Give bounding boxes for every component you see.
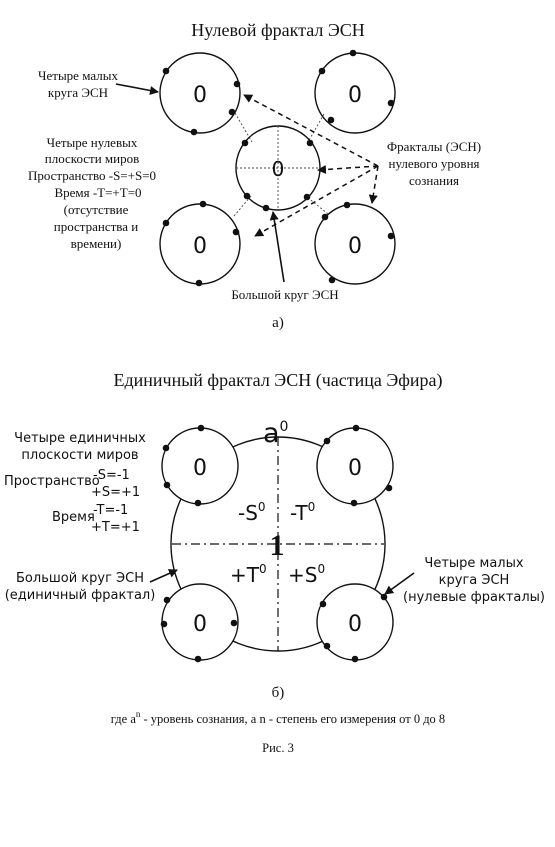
figure-b-small-circle-bl: 0 [160, 583, 239, 663]
figure-b-small-circle-tr: 0 [316, 424, 394, 507]
figure-a-small-circle-br: 0 [314, 201, 396, 285]
figure-a-zero-br: 0 [348, 234, 362, 259]
figure-b-top-label: a0 [263, 418, 288, 449]
figure-b-title: Единичный фрактал ЭСН (частица Эфира) [113, 370, 442, 391]
figure-b-time-neg: -T=-1 [93, 503, 128, 518]
figure-b-label-small-circles-3: (нулевые фракталы) [403, 590, 545, 605]
figure-b-quadrant-minus-t: -T0 [290, 500, 315, 525]
figure-b-caption: б) [272, 685, 285, 701]
figure-b-label-small-circles-2: круга ЭСН [439, 573, 510, 588]
figure-a-label-planes-3: Пространство -S=+S=0 [28, 168, 156, 183]
figure-a-title: Нулевой фрактал ЭСН [191, 20, 364, 40]
figure-a-label-small-circles-2: круга ЭСН [48, 85, 108, 100]
figure-b-label-planes-1: Четыре единичных [14, 431, 146, 446]
figure-a-caption: а) [272, 315, 284, 331]
figure-b-label-big-circle-2: (единичный фрактал) [5, 588, 156, 603]
figure-b-arrows [149, 569, 415, 595]
figure-a-small-circle-bl: 0 [159, 200, 241, 287]
figure-b-label-planes-2: плоскости миров [21, 448, 138, 463]
figure-a-label-planes-1: Четыре нулевых [47, 135, 138, 150]
figure-a-label-fractals-2: нулевого уровня [388, 156, 479, 171]
figure-a-label-fractals-1: Фракталы (ЭСН) [387, 139, 481, 154]
figure-a-label-planes-7: времени) [71, 236, 122, 251]
figure-b-big-circle [170, 436, 386, 652]
figure-a-arrows [115, 83, 379, 283]
figure-b-time-pos: +T=+1 [91, 520, 140, 535]
figure-a-big-zero: 0 [272, 157, 285, 181]
figure-b-quadrant-minus-s: -S0 [238, 500, 266, 525]
figure-b-space-label: Пространство [4, 474, 100, 489]
figure-a-label-fractals-3: сознания [409, 173, 459, 188]
figure-b-time-label: Время [52, 510, 95, 525]
figure-a-zero-bl: 0 [193, 234, 207, 259]
figure-label: Рис. 3 [262, 741, 294, 755]
figure-a-label-big-circle: Большой круг ЭСН [231, 287, 338, 302]
figure-b-small-circle-tl: 0 [161, 424, 239, 507]
figure-b-zero-br: 0 [348, 612, 362, 637]
figure-a-small-circle-tl: 0 [159, 52, 241, 136]
figure-a-label-small-circles-1: Четыре малых [38, 68, 118, 83]
figure-b-zero-bl: 0 [193, 612, 207, 637]
figure-a-label-planes-4: Время -T=+T=0 [54, 185, 141, 200]
figure-b-space-pos: +S=+1 [91, 485, 140, 500]
figure-a-zero-tr: 0 [348, 83, 362, 108]
figure-a-label-planes-2: плоскости миров [45, 151, 140, 166]
figure-b-label-big-circle-1: Большой круг ЭСН [16, 571, 144, 586]
figure-a-zero-tl: 0 [193, 83, 207, 108]
figure-b-zero-tr: 0 [348, 456, 362, 481]
figure-b-label-small-circles-1: Четыре малых [424, 556, 523, 571]
figure-b-zero-tl: 0 [193, 456, 207, 481]
figure-b-quadrant-plus-s: +S0 [288, 562, 325, 587]
figure-b-center-one: 1 [270, 529, 285, 562]
figure-a-small-circle-tr: 0 [314, 49, 396, 134]
note-line: где an - уровень сознания, а n - степень… [111, 709, 445, 726]
figure-b-small-circle-br: 0 [316, 583, 394, 663]
figure-a-label-planes-6: пространства и [54, 219, 139, 234]
figure-b-quadrant-plus-t: +T0 [230, 562, 267, 587]
figure-a-label-planes-5: (отсутствие [64, 202, 129, 217]
figure-a-big-circle: 0 [235, 125, 321, 212]
figure-b-space-neg: -S=-1 [93, 468, 130, 483]
